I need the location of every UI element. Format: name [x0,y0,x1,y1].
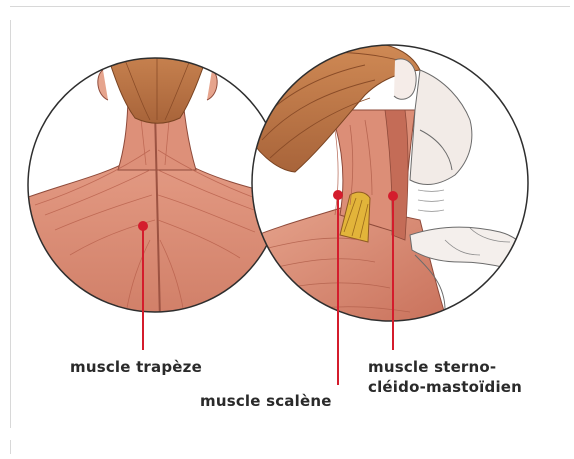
pointer-dot-trapeze [138,221,148,231]
label-trapeze: muscle trapèze [70,357,202,377]
label-scalene: muscle scalène [200,391,332,411]
side-view-circle [245,40,535,330]
back-view-circle [20,35,290,330]
label-sterno-line2: cléido-mastoïdien [368,377,522,397]
pointer-dot-sterno [388,191,398,201]
pointer-dot-scalene [333,190,343,200]
label-sterno-line1: muscle sterno- [368,357,522,377]
label-sterno-cleido-mastoid: muscle sterno- cléido-mastoïdien [368,357,522,397]
